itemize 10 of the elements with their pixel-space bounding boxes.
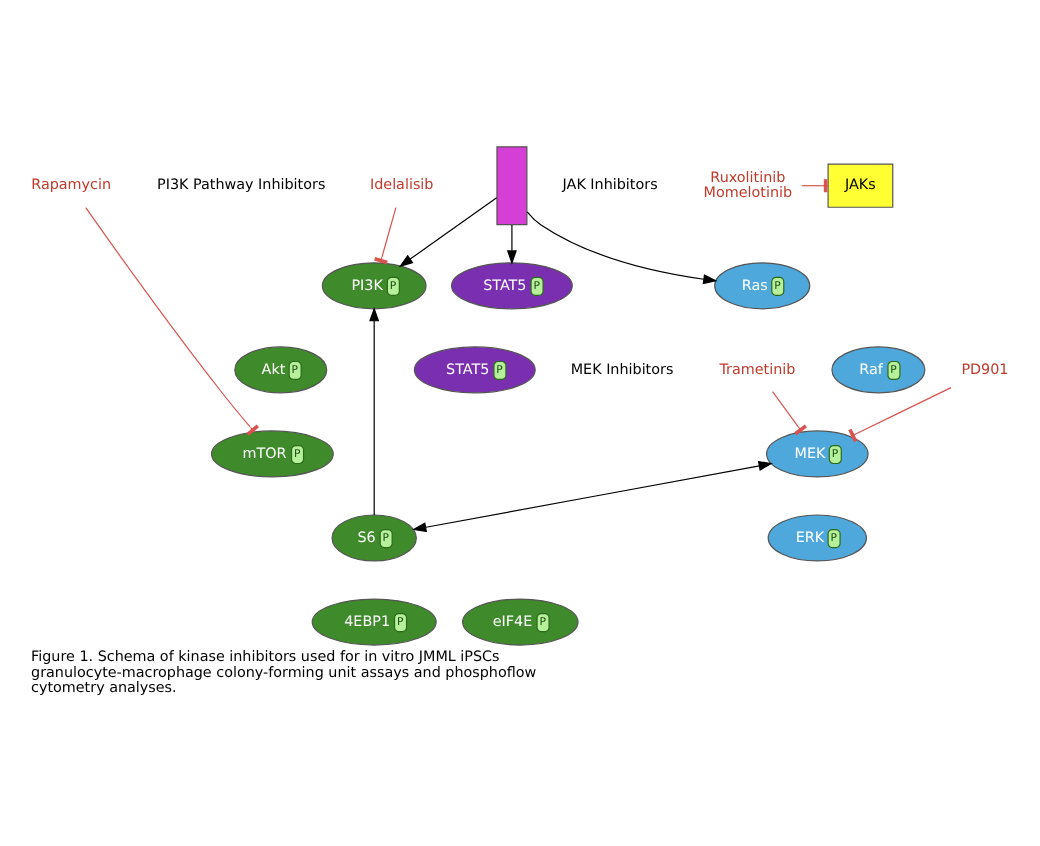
arrow [398,196,498,267]
arrow [506,223,517,264]
connector [771,390,807,435]
connector [374,206,397,264]
connector [85,206,259,435]
connector [848,386,952,442]
node-bar [496,145,528,225]
arrow [412,459,773,532]
arrow [369,305,380,515]
arrow [526,210,718,284]
